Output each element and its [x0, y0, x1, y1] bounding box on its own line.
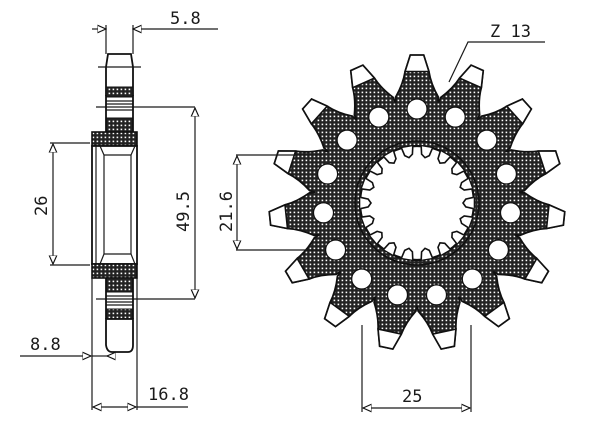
front-view: Z 13 21.6 25: [217, 22, 566, 412]
dim-offset: 8.8: [30, 335, 61, 355]
side-view: 5.8 26 49.5 8.8 16.8: [20, 9, 218, 410]
dim-hub-height: 26: [32, 196, 52, 216]
dim-spline-diameter: 21.6: [217, 191, 237, 232]
dim-tooth-width: 5.8: [170, 9, 201, 29]
teeth-count-label: Z 13: [490, 22, 531, 42]
dim-pitch-height: 49.5: [174, 191, 194, 232]
dim-hole-spacing: 25: [402, 387, 422, 407]
dim-total-width: 16.8: [148, 385, 189, 405]
